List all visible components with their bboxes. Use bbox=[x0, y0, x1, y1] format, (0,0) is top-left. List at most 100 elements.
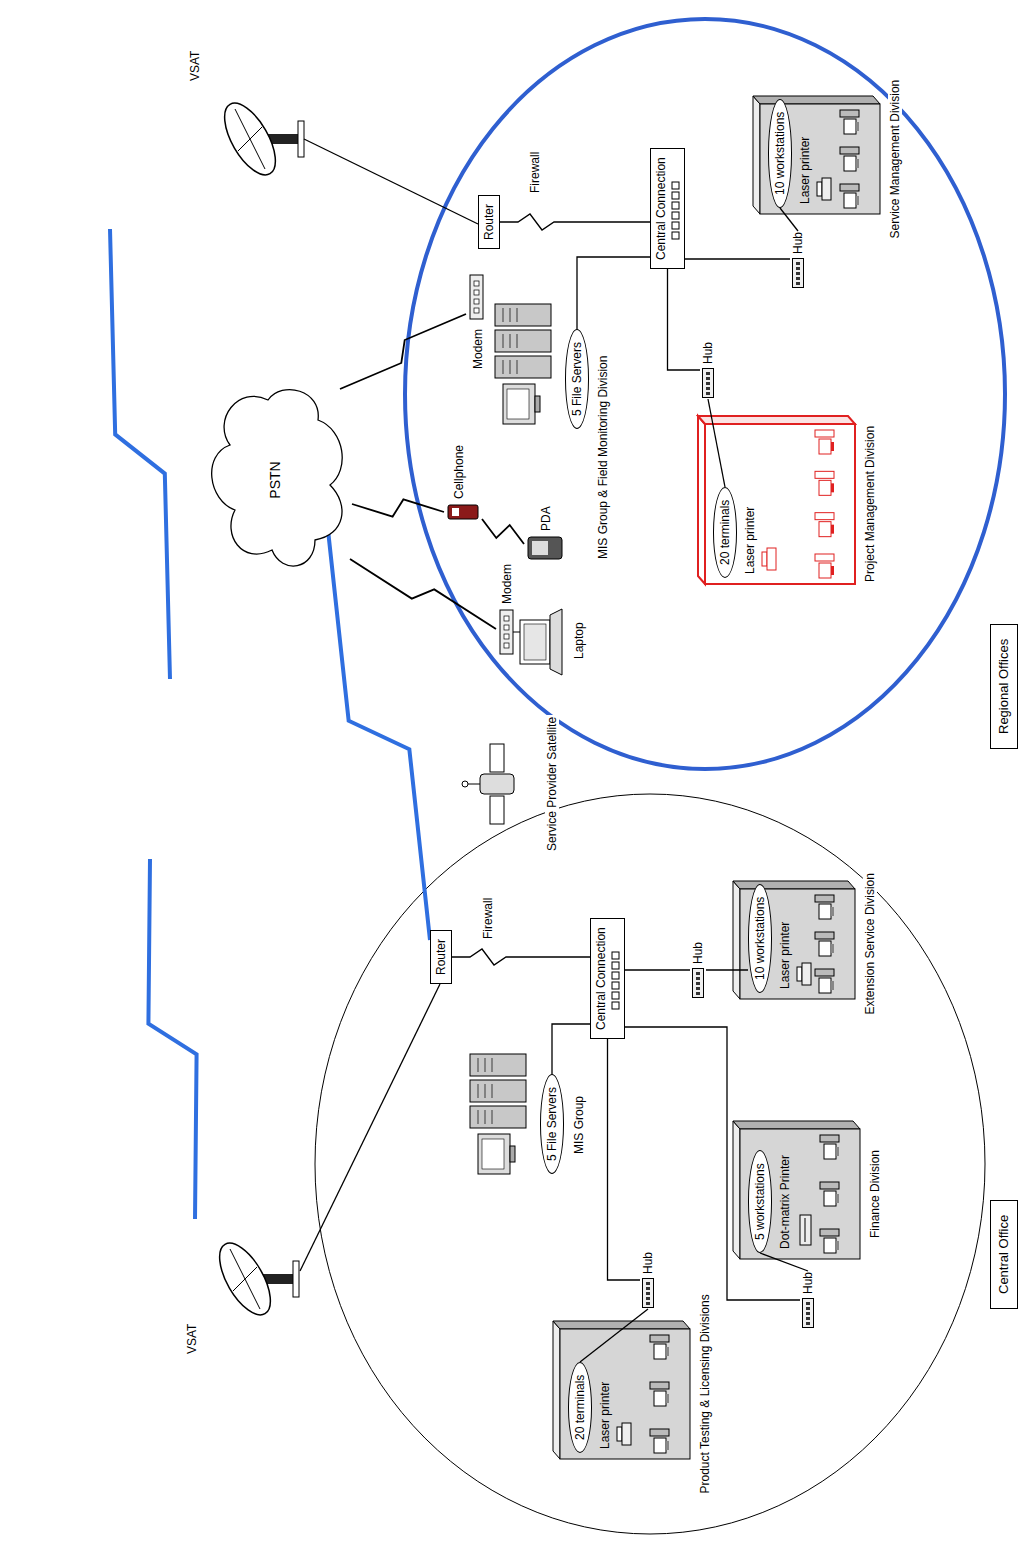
hub-icon bbox=[642, 1278, 654, 1308]
vsat-dish bbox=[209, 1235, 299, 1322]
hub-port bbox=[706, 377, 710, 380]
node-text: Central Connection bbox=[594, 927, 608, 1030]
workstation-monitor bbox=[819, 904, 831, 919]
part-label: Project Management Division bbox=[863, 424, 877, 584]
port bbox=[612, 1002, 619, 1009]
room-wall bbox=[753, 96, 760, 214]
pda bbox=[528, 537, 562, 559]
dish-mesh bbox=[235, 109, 265, 169]
workstation-tower bbox=[815, 932, 834, 939]
drive-slot bbox=[517, 308, 518, 322]
workstation-tower bbox=[650, 1335, 669, 1342]
port bbox=[672, 202, 679, 209]
workstation-tower bbox=[840, 184, 859, 191]
part-label: Extension Service Division bbox=[863, 871, 877, 1016]
modem-light bbox=[504, 616, 509, 621]
hub-port bbox=[806, 1312, 810, 1315]
workstation-monitor bbox=[819, 439, 831, 454]
room-floor bbox=[740, 1129, 860, 1259]
monitor-stand bbox=[666, 1347, 669, 1356]
network-cable bbox=[625, 1027, 800, 1300]
server-tower bbox=[495, 304, 551, 326]
node-text: Router bbox=[434, 939, 448, 975]
workstation-tower bbox=[840, 110, 859, 117]
pda-case bbox=[528, 537, 562, 559]
hub-port bbox=[696, 987, 700, 990]
illustration bbox=[110, 19, 1005, 1534]
division-room bbox=[553, 1321, 690, 1459]
satellite bbox=[462, 744, 514, 824]
hub-port bbox=[706, 387, 710, 390]
node-text: 5 File Servers bbox=[545, 1087, 559, 1161]
drive-slot bbox=[478, 1084, 479, 1098]
drive-slot bbox=[503, 308, 504, 322]
drive-slot bbox=[510, 308, 511, 322]
wireless-link bbox=[328, 530, 430, 940]
modem bbox=[470, 275, 483, 319]
monitor-stand bbox=[831, 907, 834, 916]
port bbox=[612, 952, 619, 959]
workstation-tower bbox=[820, 1135, 839, 1142]
drive-slot bbox=[485, 1084, 486, 1098]
network-cable bbox=[452, 949, 590, 965]
hub-device: Hub bbox=[800, 1271, 816, 1329]
network-cable bbox=[708, 399, 725, 487]
node-text: Regional Offices bbox=[996, 639, 1011, 734]
drive-slot bbox=[503, 334, 504, 348]
workstation-tower bbox=[815, 554, 834, 561]
part-label: MIS Group & Field Monitoring Division bbox=[596, 356, 610, 559]
node-text: 5 workstations bbox=[753, 1163, 767, 1240]
hub-port bbox=[806, 1307, 810, 1310]
node-text: Central Office bbox=[996, 1215, 1011, 1294]
workstation-tower bbox=[820, 1229, 839, 1236]
laser-printer bbox=[767, 548, 776, 570]
workstation-tower bbox=[650, 1429, 669, 1436]
port bbox=[612, 992, 619, 999]
room-wall bbox=[698, 416, 855, 424]
room-wall bbox=[733, 881, 855, 889]
monitor-stand bbox=[666, 1441, 669, 1450]
hub-icon bbox=[702, 368, 714, 398]
room-wall bbox=[698, 416, 705, 584]
monitor-stand bbox=[510, 1146, 515, 1162]
laser-printer bbox=[822, 178, 831, 200]
hub-port bbox=[646, 1302, 650, 1305]
server-tower bbox=[495, 330, 551, 352]
node-text: Hub bbox=[701, 342, 715, 364]
hub-case bbox=[693, 969, 704, 998]
part-label: Service Management Division bbox=[888, 78, 902, 241]
cloud-outline bbox=[212, 390, 343, 566]
hub-icon bbox=[802, 1298, 814, 1328]
network-cable bbox=[706, 969, 748, 970]
part-label: Modem bbox=[471, 329, 485, 369]
room-floor bbox=[560, 1329, 690, 1459]
drive-slot bbox=[503, 360, 504, 374]
workstation-monitor bbox=[819, 978, 831, 993]
drive-slot bbox=[510, 334, 511, 348]
node-text: Router bbox=[482, 204, 496, 240]
pda-screen bbox=[532, 541, 548, 555]
monitor-stand bbox=[831, 483, 834, 492]
hub-device: Hub bbox=[790, 231, 806, 289]
drive-slot bbox=[517, 334, 518, 348]
workstation-tower bbox=[840, 147, 859, 154]
room-wall bbox=[733, 881, 740, 999]
hub-port bbox=[646, 1287, 650, 1290]
monitor-stand bbox=[535, 396, 540, 412]
dot-matrix-printer bbox=[800, 1215, 811, 1245]
hub-case bbox=[793, 259, 804, 288]
hub-case bbox=[703, 369, 714, 398]
node-text: PSTN bbox=[267, 461, 284, 498]
drive-slot bbox=[510, 360, 511, 374]
satellite-body bbox=[480, 774, 514, 794]
part-label: Laptop bbox=[572, 622, 586, 659]
vsat-dish bbox=[214, 95, 304, 182]
site-label-box: Regional Offices bbox=[990, 624, 1018, 749]
workstation-tower bbox=[815, 895, 834, 902]
part-label: Product Testing & Licensing Divisions bbox=[698, 1292, 712, 1495]
drive-slot bbox=[478, 1110, 479, 1124]
division-room bbox=[698, 416, 855, 584]
hub-port bbox=[806, 1317, 810, 1320]
